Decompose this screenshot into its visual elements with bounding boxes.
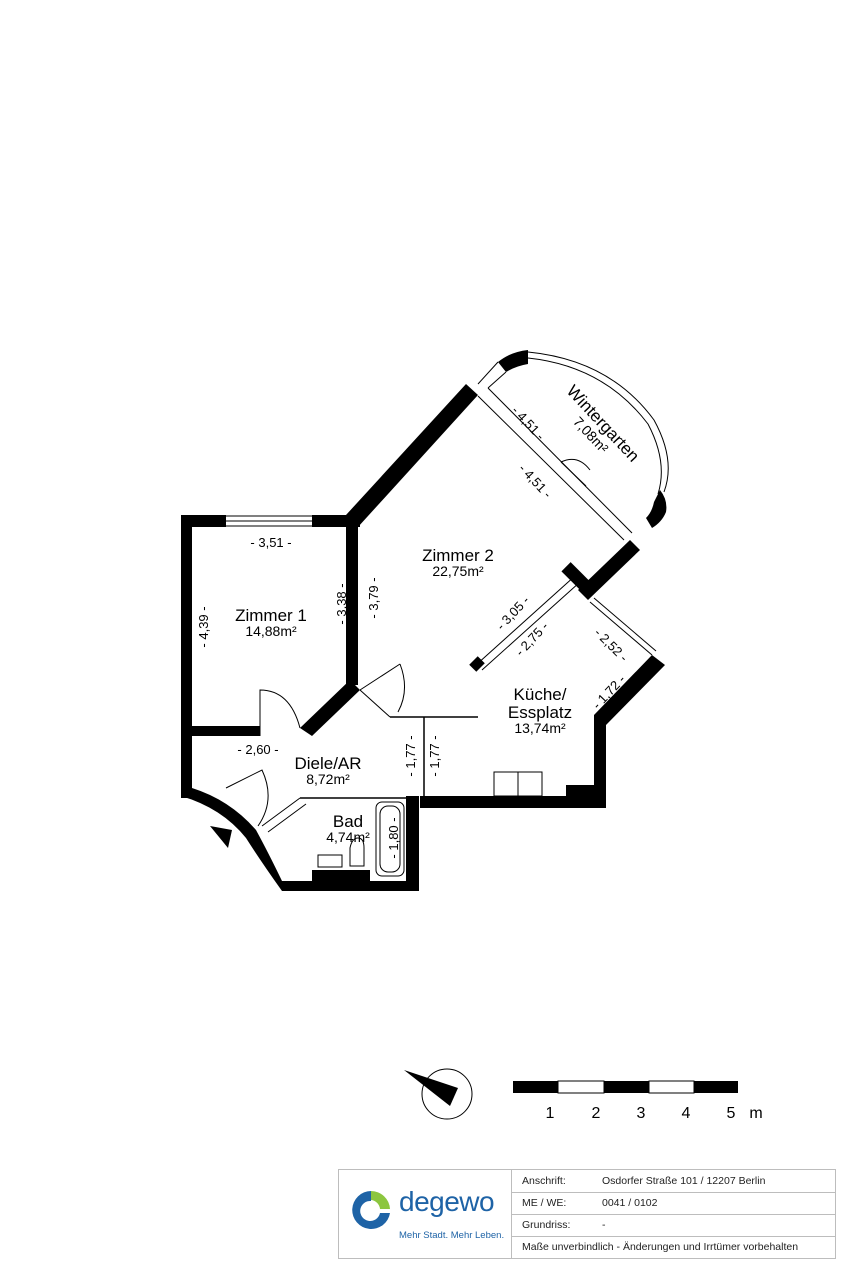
- address-label: Anschrift:: [522, 1175, 566, 1187]
- north-arrow-icon: [404, 1068, 473, 1120]
- fixtures: [210, 351, 669, 877]
- plan-label: Grundriss:: [522, 1219, 571, 1231]
- dim-wg-width-b: - 4,51 -: [516, 461, 555, 501]
- room-name-zimmer2: Zimmer 2: [422, 546, 494, 565]
- scale-unit: m: [749, 1105, 762, 1122]
- disclaimer-text: Maße unverbindlich - Änderungen und Irrt…: [522, 1241, 799, 1253]
- dim-bad-depth: - 1,80 -: [386, 817, 401, 858]
- room-area-diele: 8,72m²: [306, 771, 350, 787]
- dim-z2-width: - 3,05 -: [493, 593, 532, 633]
- dim-z1-depth-right: - 3,38 -: [334, 583, 349, 624]
- room-area-zimmer1: 14,88m²: [245, 623, 297, 639]
- dim-z2-depth: - 3,79 -: [366, 577, 381, 618]
- dim-diele-depth: - 1,77 -: [403, 735, 418, 776]
- scale-bar: 1 2 3 4 5 m: [513, 1080, 763, 1122]
- scale-label-4: 4: [682, 1105, 691, 1122]
- address-row: Anschrift: Osdorfer Straße 101 / 12207 B…: [512, 1170, 835, 1193]
- dim-diele-width: - 2,60 -: [237, 742, 278, 757]
- scale-label-3: 3: [637, 1105, 646, 1122]
- room-name-diele: Diele/AR: [294, 754, 361, 773]
- dim-kue-depth: - 1,77 -: [427, 735, 442, 776]
- unit-value: 0041 / 0102: [602, 1197, 658, 1209]
- logo-cell: degewo Mehr Stadt. Mehr Leben.: [339, 1170, 512, 1258]
- plan-value: -: [602, 1219, 606, 1231]
- address-value: Osdorfer Straße 101 / 12207 Berlin: [602, 1175, 766, 1187]
- title-block: degewo Mehr Stadt. Mehr Leben. Anschrift…: [338, 1169, 836, 1259]
- logo-wordmark: degewo: [399, 1186, 495, 1217]
- degewo-logo-icon: [352, 1191, 390, 1229]
- logo-tagline: Mehr Stadt. Mehr Leben.: [399, 1230, 505, 1241]
- dim-kue-side: - 2,52 -: [591, 625, 631, 665]
- room-area-zimmer2: 22,75m²: [432, 563, 484, 579]
- room-name-bad: Bad: [333, 812, 363, 831]
- plan-row: Grundriss: -: [512, 1214, 835, 1237]
- dim-z1-depth-left: - 4,39 -: [196, 606, 211, 647]
- dim-z1-width: - 3,51 -: [250, 535, 291, 550]
- dim-wg-width-a: - 4,51 -: [509, 403, 548, 443]
- unit-label: ME / WE:: [522, 1197, 567, 1209]
- room-area-kueche: 13,74m²: [514, 720, 566, 736]
- scale-label-1: 1: [546, 1105, 555, 1122]
- room-name-kueche-1: Küche/: [514, 685, 567, 704]
- room-name-zimmer1: Zimmer 1: [235, 606, 307, 625]
- scale-label-2: 2: [592, 1105, 601, 1122]
- unit-row: ME / WE: 0041 / 0102: [512, 1192, 835, 1215]
- disclaimer-row: Maße unverbindlich - Änderungen und Irrt…: [512, 1236, 835, 1258]
- room-name-kueche-2: Esspl​atz: [508, 703, 572, 722]
- room-area-bad: 4,74m²: [326, 829, 370, 845]
- scale-label-5: 5: [727, 1105, 736, 1122]
